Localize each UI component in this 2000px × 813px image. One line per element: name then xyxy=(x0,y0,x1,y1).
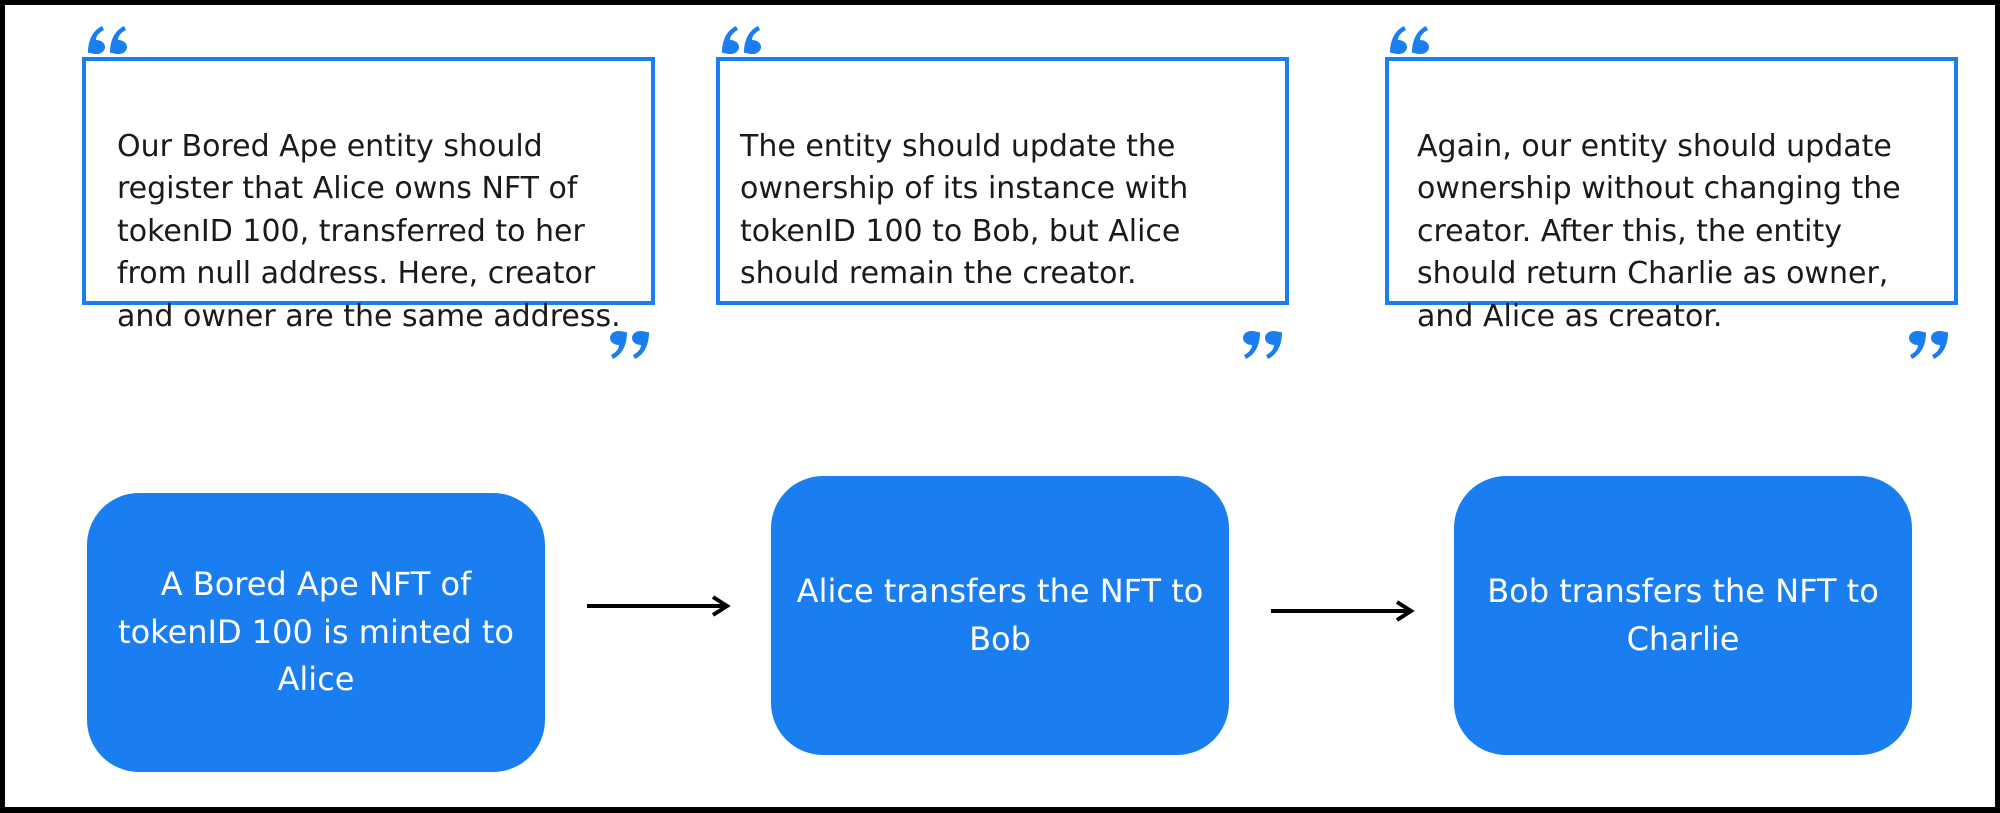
quote-text-1: Our Bored Ape entity should register tha… xyxy=(117,128,621,334)
step-text-2: Alice transfers the NFT to Bob xyxy=(796,572,1204,658)
quote-box-3: Again, our entity should update ownershi… xyxy=(1385,57,1958,334)
step-box-minted: A Bored Ape NFT of tokenID 100 is minted… xyxy=(87,493,545,772)
open-quote-icon xyxy=(720,23,766,57)
open-quote-icon xyxy=(1388,23,1434,57)
step-box-bob-to-charlie: Bob transfers the NFT to Charlie xyxy=(1454,476,1912,755)
step-text-3: Bob transfers the NFT to Charlie xyxy=(1487,572,1879,658)
close-quote-icon xyxy=(1904,328,1950,362)
step-box-alice-to-bob: Alice transfers the NFT to Bob xyxy=(771,476,1229,755)
quote-text-2: The entity should update the ownership o… xyxy=(740,128,1189,292)
right-arrow-icon xyxy=(585,591,735,621)
open-quote-icon xyxy=(86,23,132,57)
quote-box-2: The entity should update the ownership o… xyxy=(716,57,1289,305)
diagram-canvas: Our Bored Ape entity should register tha… xyxy=(5,5,1995,807)
quote-text-3: Again, our entity should update ownershi… xyxy=(1417,128,1901,334)
quote-box-1: Our Bored Ape entity should register tha… xyxy=(82,57,655,334)
close-quote-icon xyxy=(605,328,651,362)
right-arrow-icon xyxy=(1269,596,1419,626)
step-text-1: A Bored Ape NFT of tokenID 100 is minted… xyxy=(118,565,514,699)
close-quote-icon xyxy=(1238,328,1284,362)
